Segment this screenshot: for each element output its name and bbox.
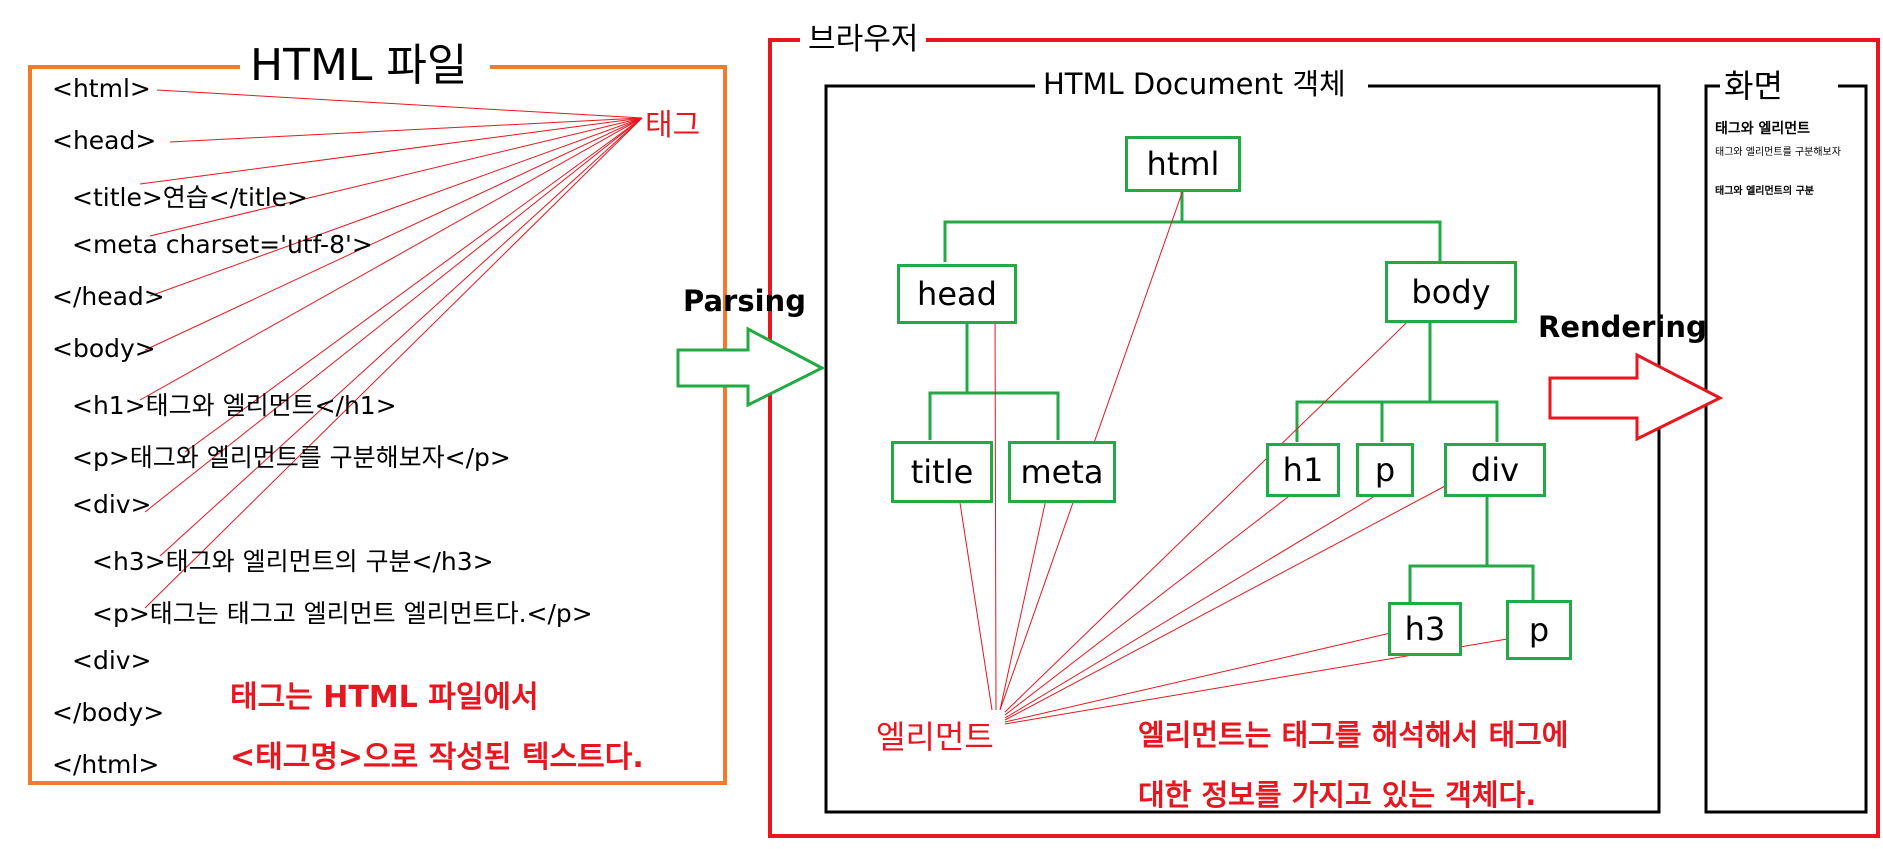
rendering-arrow-icon [1548, 352, 1724, 442]
html-file-title: HTML 파일 [242, 44, 476, 88]
code-line-head-close: </head> [52, 282, 165, 311]
node-head: head [897, 264, 1017, 324]
parsing-arrow-icon [676, 326, 826, 408]
code-line-body-close: </body> [52, 698, 165, 727]
node-div: div [1444, 443, 1546, 497]
code-line-html-close: </html> [52, 750, 160, 779]
code-line-div-close: <div> [72, 646, 152, 675]
screen-h1: 태그와 엘리먼트 [1715, 121, 1811, 137]
screen-frame [1704, 84, 1868, 814]
node-html: html [1125, 136, 1241, 192]
node-h3: h3 [1388, 602, 1462, 656]
document-frame [824, 84, 1661, 814]
code-line-p1: <p>태그와 엘리먼트를 구분해보자</p> [72, 443, 511, 472]
code-line-p2: <p>태그는 태그고 엘리먼트 엘리먼트다.</p> [92, 599, 593, 628]
tag-note-line1: 태그는 HTML 파일에서 [230, 680, 539, 715]
parsing-label: Parsing [683, 284, 806, 318]
code-line-h3: <h3>태그와 엘리먼트의 구분</h3> [92, 547, 494, 576]
node-meta: meta [1008, 441, 1116, 503]
code-line-head-open: <head> [52, 126, 157, 155]
node-p2: p [1506, 600, 1572, 660]
screen-h3: 태그와 엘리먼트의 구분 [1715, 186, 1814, 197]
code-line-title: <title>연습</title> [72, 183, 308, 212]
document-title: HTML Document 객체 [1035, 68, 1354, 100]
screen-title: 화면 [1720, 68, 1787, 104]
node-body: body [1385, 261, 1517, 323]
node-title: title [891, 441, 993, 503]
node-p: p [1356, 443, 1414, 497]
code-line-body-open: <body> [52, 334, 156, 363]
code-line-div-open: <div> [72, 490, 152, 519]
node-h1: h1 [1266, 443, 1340, 497]
tree-connectors [928, 192, 1535, 604]
code-line-meta: <meta charset='utf-8'> [72, 230, 373, 259]
rendering-label: Rendering [1538, 310, 1707, 344]
code-line-h1: <h1>태그와 엘리먼트</h1> [72, 391, 397, 420]
html-file-frame [28, 65, 727, 785]
screen-p: 태그와 엘리먼트를 구분해보자 [1715, 147, 1841, 158]
tag-pointer-lines [139, 89, 643, 609]
browser-frame [768, 38, 1880, 838]
code-line-html-open: <html> [52, 74, 151, 103]
tag-label: 태그 [645, 108, 701, 143]
element-note-line2: 대한 정보를 가지고 있는 객체다. [1138, 778, 1537, 812]
element-label: 엘리먼트 [876, 718, 994, 756]
browser-title: 브라우저 [800, 24, 927, 56]
tag-note-line2: <태그명>으로 작성된 텍스트다. [230, 740, 644, 775]
element-note-line1: 엘리먼트는 태그를 해석해서 태그에 [1138, 718, 1569, 752]
